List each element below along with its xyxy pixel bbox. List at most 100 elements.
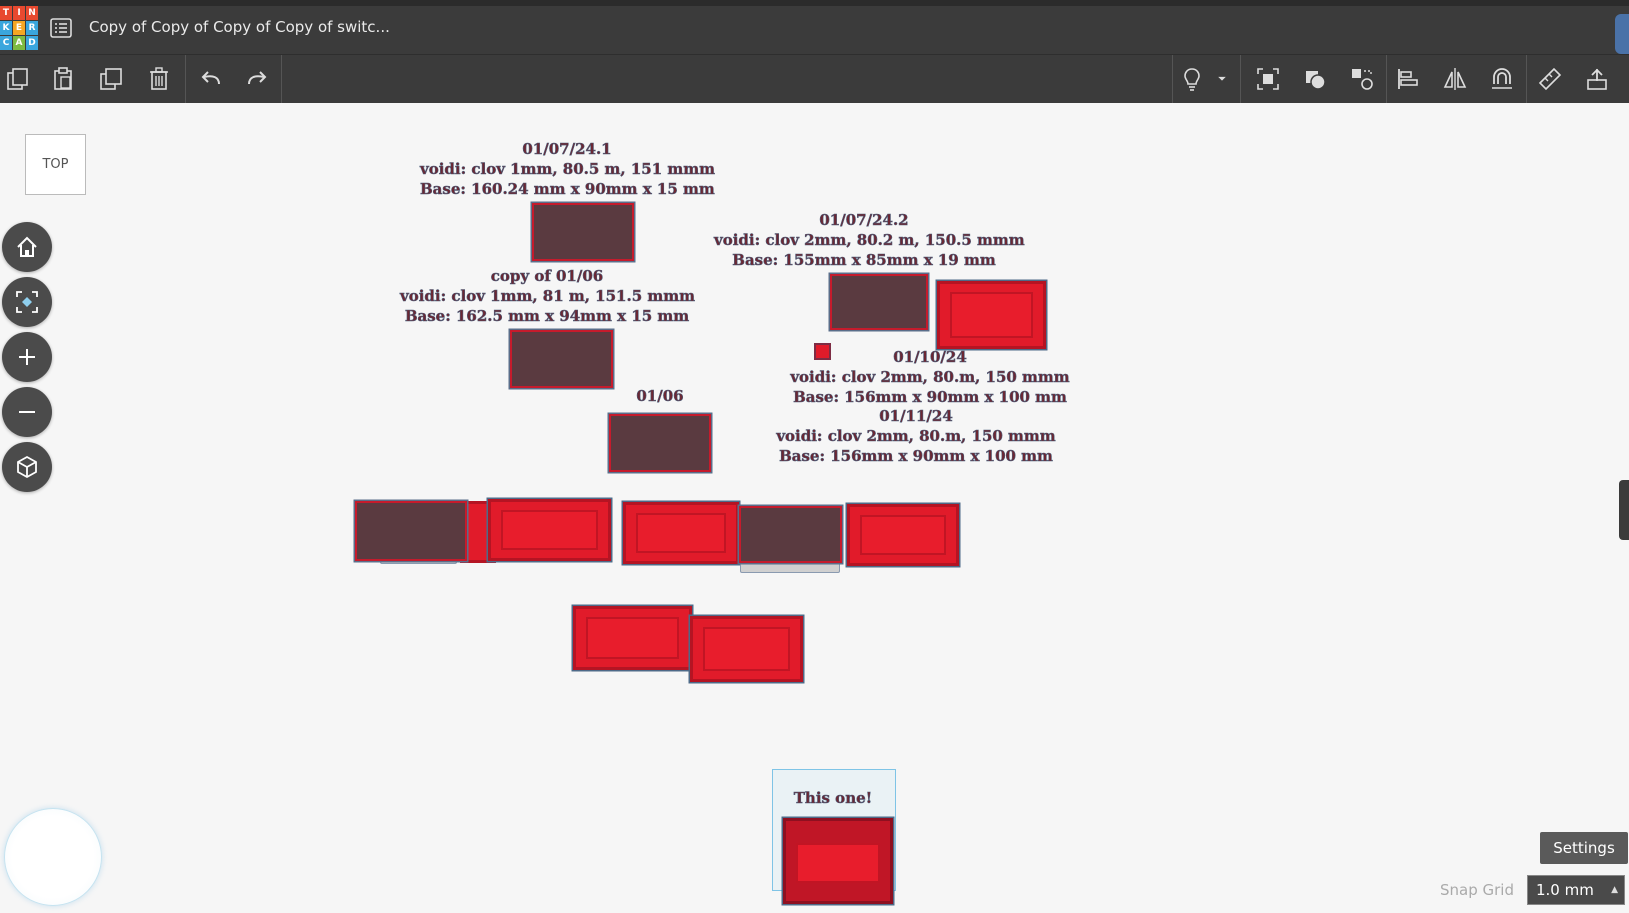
label-line: Base: 160.24 mm x 90mm x 15 mm: [420, 180, 715, 199]
red-box-object[interactable]: [488, 499, 611, 561]
perspective-button[interactable]: [2, 442, 52, 492]
toolbar-separator: [1172, 55, 1173, 103]
chevron-up-icon: ▲: [1611, 885, 1618, 895]
dark-box-object[interactable]: [355, 501, 467, 561]
toolbar-separator: [1526, 55, 1527, 103]
label-line: voidi: clov 1mm, 80.5 m, 151 mmm: [420, 160, 716, 179]
dark-box-object[interactable]: [609, 414, 711, 472]
logo-letter: K: [0, 21, 12, 35]
undo-icon[interactable]: [195, 64, 227, 94]
box-cavity: [586, 617, 679, 659]
toolbar-separator: [185, 55, 186, 103]
text-label-object[interactable]: 01/06: [620, 386, 700, 406]
label-line: copy of 01/06: [490, 267, 604, 286]
group-icon[interactable]: [1346, 64, 1378, 94]
text-label-object[interactable]: 01/07/24.1 voidi: clov 1mm, 80.5 m, 151 …: [420, 139, 716, 199]
snap-grid-select[interactable]: 1.0 mm ▲: [1527, 875, 1625, 905]
copy-icon[interactable]: [2, 64, 34, 94]
label-line: voidi: clov 2mm, 80.2 m, 150.5 mmm: [714, 231, 1025, 250]
fit-view-button[interactable]: [2, 277, 52, 327]
logo-letter: A: [13, 36, 25, 50]
label-line: Base: 162.5 mm x 94mm x 15 mm: [404, 307, 690, 326]
magnet-icon[interactable]: [1486, 64, 1518, 94]
red-box-object[interactable]: [937, 281, 1046, 349]
box-cavity: [501, 510, 598, 550]
paste-icon[interactable]: [47, 64, 79, 94]
red-box-object[interactable]: [623, 502, 739, 564]
text-label-object[interactable]: This one!: [772, 788, 894, 808]
small-red-object[interactable]: [814, 343, 831, 360]
box-cavity: [636, 513, 726, 553]
lightbulb-icon[interactable]: [1176, 64, 1208, 94]
box-cavity: [860, 515, 946, 555]
trash-icon[interactable]: [143, 64, 175, 94]
selected-red-box-object[interactable]: [783, 818, 893, 904]
logo-letter: D: [26, 36, 38, 50]
dark-box-object[interactable]: [510, 330, 613, 388]
fit-view-icon: [16, 291, 38, 313]
design-title[interactable]: Copy of Copy of Copy of Copy of switc...: [89, 18, 390, 36]
redo-icon[interactable]: [241, 64, 273, 94]
label-line: Base: 155mm x 85mm x 19 mm: [732, 251, 996, 270]
zoom-in-button[interactable]: [2, 332, 52, 382]
toolbar-separator: [1240, 55, 1241, 103]
tinkercad-logo[interactable]: T I N K E R C A D: [0, 6, 38, 50]
label-line: 01/07/24.1: [522, 140, 612, 159]
logo-letter: I: [13, 6, 25, 20]
label-line: voidi: clov 2mm, 80.m, 150 mmm: [776, 427, 1056, 446]
red-box-object[interactable]: [847, 504, 959, 566]
align-icon[interactable]: [1392, 64, 1424, 94]
text-label-object[interactable]: 01/07/24.2 voidi: clov 2mm, 80.2 m, 150.…: [714, 210, 1025, 270]
shapes-icon[interactable]: [1299, 64, 1331, 94]
workplane[interactable]: 01/07/24.1 voidi: clov 1mm, 80.5 m, 151 …: [0, 103, 1629, 913]
orbit-control[interactable]: [4, 808, 102, 906]
red-box-object[interactable]: [573, 606, 692, 670]
box-cavity: [950, 292, 1033, 338]
toolbar: [0, 55, 1629, 103]
logo-letter: C: [0, 36, 12, 50]
logo-letter: T: [0, 6, 12, 20]
label-line: This one!: [793, 789, 873, 808]
design-list-icon[interactable]: [50, 18, 72, 38]
settings-button[interactable]: Settings: [1540, 832, 1628, 864]
view-cube[interactable]: TOP: [25, 134, 86, 195]
mirror-icon[interactable]: [1439, 64, 1471, 94]
red-box-object[interactable]: [690, 616, 803, 682]
label-line: 01/07/24.2: [819, 211, 909, 230]
label-line: Base: 156mm x 90mm x 100 mm: [793, 388, 1067, 407]
toolbar-separator: [281, 55, 282, 103]
title-bar: [0, 6, 1629, 55]
home-icon: [17, 236, 37, 257]
camera-frame-icon[interactable]: [1252, 64, 1284, 94]
label-line: voidi: clov 2mm, 80.m, 150 mmm: [790, 368, 1070, 387]
perspective-cube-icon: [17, 455, 37, 479]
box-cavity: [796, 843, 880, 883]
window-top-strip: [0, 0, 1629, 6]
text-label-object[interactable]: copy of 01/06 voidi: clov 1mm, 81 m, 151…: [400, 266, 696, 326]
dropdown-caret-icon[interactable]: [1212, 64, 1232, 94]
home-view-button[interactable]: [2, 222, 52, 272]
text-label-object[interactable]: 01/10/24 voidi: clov 2mm, 80.m, 150 mmm …: [790, 347, 1070, 407]
label-line: 01/06: [636, 387, 684, 406]
logo-letter: R: [26, 21, 38, 35]
snap-grid-value: 1.0 mm: [1536, 881, 1594, 899]
side-panel-handle[interactable]: [1619, 480, 1629, 540]
ruler-icon[interactable]: [1534, 64, 1566, 94]
duplicate-icon[interactable]: [95, 64, 127, 94]
zoom-out-icon: [19, 411, 35, 413]
dark-box-object[interactable]: [739, 506, 842, 563]
label-line: voidi: clov 1mm, 81 m, 151.5 mmm: [400, 287, 696, 306]
toolbar-separator: [1386, 55, 1387, 103]
snap-grid-label: Snap Grid: [1440, 881, 1514, 899]
label-line: Base: 156mm x 90mm x 100 mm: [779, 447, 1053, 466]
dark-box-object[interactable]: [532, 203, 634, 261]
label-line: 01/11/24: [879, 407, 953, 426]
zoom-in-icon: [19, 349, 35, 365]
logo-letter: N: [26, 6, 38, 20]
side-panel-toggle[interactable]: [1615, 14, 1629, 54]
text-label-object[interactable]: 01/11/24 voidi: clov 2mm, 80.m, 150 mmm …: [776, 406, 1056, 466]
label-line: 01/10/24: [893, 348, 967, 367]
zoom-out-button[interactable]: [2, 387, 52, 437]
export-icon[interactable]: [1581, 64, 1613, 94]
dark-box-object[interactable]: [830, 274, 928, 330]
